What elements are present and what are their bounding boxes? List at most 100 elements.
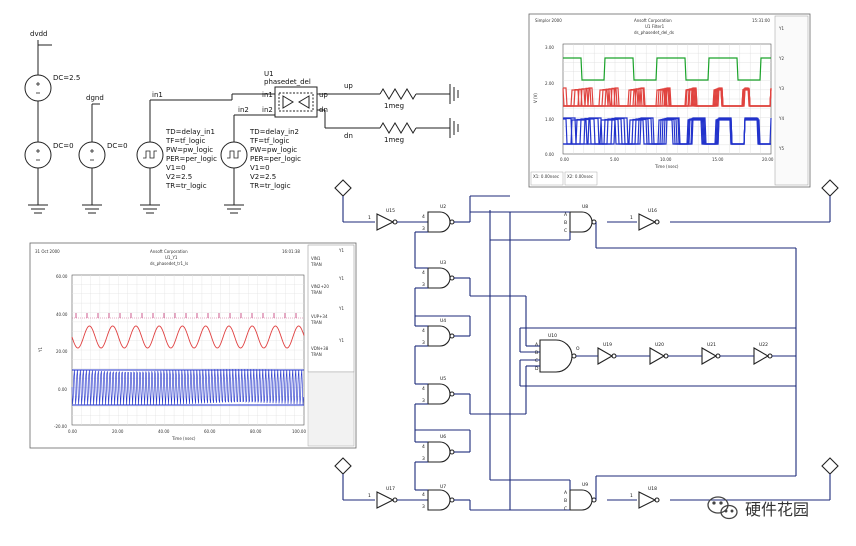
port-diamond xyxy=(334,179,352,197)
detector-pin-dn: dn xyxy=(319,106,328,114)
scope-top-legend: Y4 xyxy=(778,116,784,121)
pin-label: C xyxy=(564,506,567,512)
port-diamond xyxy=(821,457,839,475)
pin-label: B xyxy=(535,350,538,356)
pwl-right-param: TD=delay_in2 xyxy=(249,128,299,136)
dc-source-1 xyxy=(24,74,52,102)
scope-bottom-header-right: 16:01:38 xyxy=(282,249,300,254)
src2-value: DC=0 xyxy=(53,142,74,150)
supply-schematic xyxy=(24,40,459,214)
waveform-trace xyxy=(563,119,771,145)
pwl-left-param: TR=tr_logic xyxy=(165,182,207,190)
waveform-trace xyxy=(563,89,772,107)
scope-top-header-right: 15:31:00 xyxy=(752,18,770,23)
pin-label: A xyxy=(564,490,568,496)
scope-bottom-subtitle1: U1_Y1 xyxy=(165,255,178,260)
in2-node-label: in2 xyxy=(238,106,249,114)
watermark-text: 硬件花园 xyxy=(745,500,809,519)
pin-label: 3 xyxy=(422,504,425,510)
scope-top-ytick: 0.00 xyxy=(545,152,554,157)
scope-bottom: 31 Oct 2000 Ansoft Corporation U1_Y1 ds_… xyxy=(29,242,357,449)
scope-bottom-xtick: 20.00 xyxy=(112,429,124,434)
legend-name: VIN2+20 xyxy=(311,284,329,289)
pin-label: D xyxy=(535,366,539,372)
scope-top-ytick: 1.00 xyxy=(545,117,554,122)
scope-bottom-xtick: 60.00 xyxy=(204,429,216,434)
dgnd-label: dgnd xyxy=(86,94,104,102)
scope-top-xtick: 5.00 xyxy=(610,157,619,162)
up-net-label: up xyxy=(344,82,353,90)
port-diamond xyxy=(821,179,839,197)
scope-top-xtick: 0.00 xyxy=(560,157,569,162)
detector-pin-in2: in2 xyxy=(262,106,273,114)
scope-top-legend: Y2 xyxy=(778,56,784,61)
phase-detector xyxy=(274,86,318,118)
detector-name: U1 xyxy=(264,70,274,78)
dc-source-3 xyxy=(78,141,106,169)
legend-id: Y1 xyxy=(338,276,344,281)
inverter-label: U18 xyxy=(648,486,657,492)
detector-pin-up: up xyxy=(319,91,328,99)
scope-top-footer: X2: 0.00nsec xyxy=(567,174,593,179)
scope-top-header-left: Simplor 2000 xyxy=(535,18,562,23)
pin-label: 4 xyxy=(422,270,425,276)
inverter-label: U22 xyxy=(759,342,768,348)
nand-label: U4 xyxy=(440,318,446,324)
pin-label: B xyxy=(564,220,567,226)
inverter-label: U19 xyxy=(603,342,612,348)
pwl-right-param: TR=tr_logic xyxy=(249,182,291,190)
pin-label: A xyxy=(564,212,568,218)
pwl-left-param: PER=per_logic xyxy=(166,155,217,163)
nand-label: U2 xyxy=(440,204,446,210)
in1-node-label: in1 xyxy=(152,91,163,99)
scope-top-legend: Y1 xyxy=(778,26,784,31)
inverter-label: U17 xyxy=(386,486,395,492)
pin-label: C xyxy=(535,358,538,364)
dn-net-label: dn xyxy=(344,132,353,140)
scope-top-xlabel: Time (nsec) xyxy=(654,164,679,169)
scope-bottom-ytick: 0.00 xyxy=(58,387,67,392)
scope-bottom-ytick: 40.00 xyxy=(56,312,68,317)
scope-bottom-ytick: 60.00 xyxy=(56,274,68,279)
scope-top-legend: Y5 xyxy=(778,146,784,151)
inverter-label: U20 xyxy=(655,342,664,348)
waveform-trace xyxy=(71,325,305,349)
src1-value: DC=2.5 xyxy=(53,74,80,82)
scope-bottom-xtick: 100.00 xyxy=(292,429,306,434)
scope-bottom-xlabel: Time (nsec) xyxy=(171,436,196,441)
scope-top-ytick: 2.00 xyxy=(545,81,554,86)
pin-label: 4 xyxy=(422,386,425,392)
scope-bottom-header-left: 31 Oct 2000 xyxy=(35,249,60,254)
res-dn-value: 1meg xyxy=(384,136,404,144)
and4-label: U10 xyxy=(548,333,557,339)
pin-label: 4 xyxy=(422,328,425,334)
nand-label: U8 xyxy=(582,204,588,210)
inverter-label: U16 xyxy=(648,208,657,214)
scope-bottom-ytick: 20.00 xyxy=(56,349,68,354)
scope-top-subtitle2: ds_phasedet_del_ds xyxy=(634,30,674,35)
legend-sub: TRAN xyxy=(310,262,322,267)
scope-top-xtick: 20.00 xyxy=(762,157,774,162)
scope-bottom-ytick: -20.00 xyxy=(54,424,67,429)
nand-label: U3 xyxy=(440,260,446,266)
legend-id: Y1 xyxy=(338,306,344,311)
legend-sub: TRAN xyxy=(310,352,322,357)
resistor-up xyxy=(379,88,417,100)
legend-id: Y1 xyxy=(338,248,344,253)
legend-name: VUP+34 xyxy=(311,314,328,319)
scope-top-header-center: Ansoft Corporation xyxy=(634,18,672,23)
gate-labels: U15 U16 U17 U18 U19 U20 U21 U22 U2 U3 U4… xyxy=(368,204,768,512)
port-diamond xyxy=(334,457,352,475)
pwl-right-param: TF=tf_logic xyxy=(249,137,289,145)
pin-label: 1 xyxy=(368,215,371,221)
scope-bottom-legend: Y1 VIN1 TRAN Y1 VIN2+20 TRAN Y1 VUP+34 T… xyxy=(310,248,344,357)
inverter-label: U15 xyxy=(386,208,395,214)
legend-id: Y1 xyxy=(338,338,344,343)
scope-top-legend: Y3 xyxy=(778,86,784,91)
res-up-value: 1meg xyxy=(384,102,404,110)
scope-top-xtick: 15.00 xyxy=(712,157,724,162)
inverter-label: U21 xyxy=(707,342,716,348)
pwl-left-param: V2=2.5 xyxy=(166,173,192,181)
scope-top-footer: X1: 0.00nsec xyxy=(533,174,559,179)
